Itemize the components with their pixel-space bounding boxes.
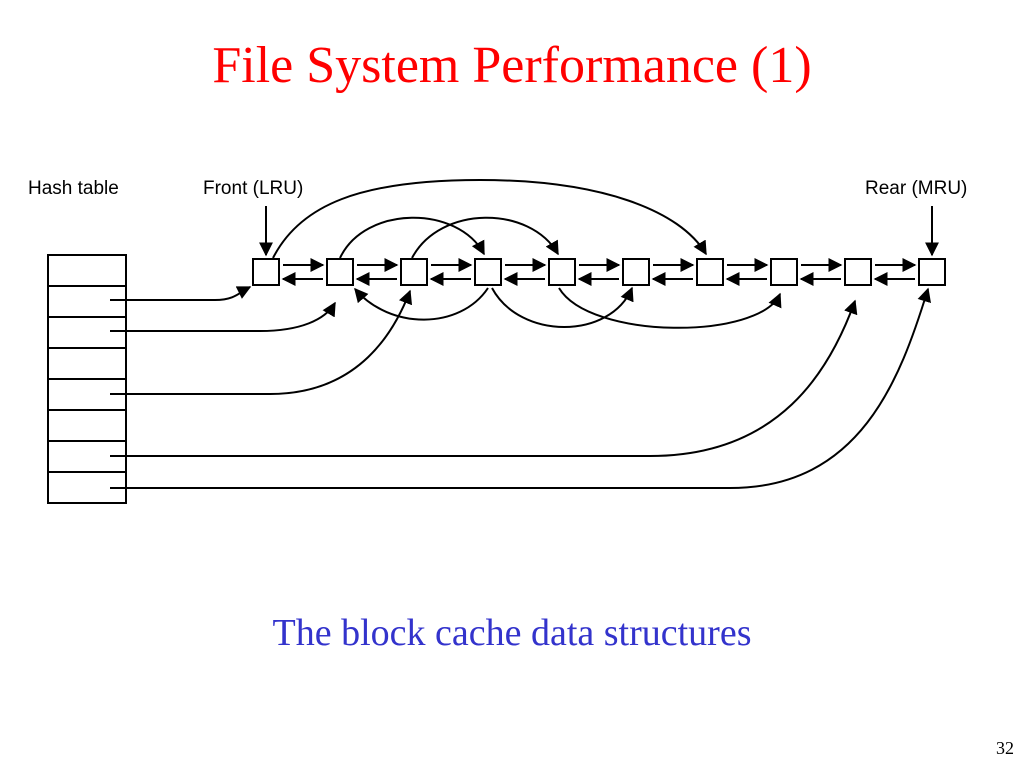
slide-caption: The block cache data structures <box>272 612 752 654</box>
hash-slot-pointer <box>110 299 858 457</box>
front-lru-label: Front (LRU) <box>203 178 303 199</box>
hash-chain-arc <box>339 216 485 259</box>
hash-slot-pointer <box>110 289 413 395</box>
hash-chain-arc <box>411 216 559 259</box>
rear-mru-label: Rear (MRU) <box>865 178 967 199</box>
lru-list-links <box>281 258 917 286</box>
cache-block-list <box>252 258 946 286</box>
page-number: 32 <box>996 738 1014 758</box>
cache-block <box>844 258 872 286</box>
cache-block <box>770 258 798 286</box>
slide-title: File System Performance (1) <box>212 37 812 94</box>
cache-block <box>622 258 650 286</box>
hash-slot-pointer <box>110 301 336 332</box>
cache-block <box>918 258 946 286</box>
hash-slot-pointers <box>110 286 931 489</box>
cache-block <box>326 258 354 286</box>
hash-chain-arc <box>354 287 489 321</box>
hash-chain-arc <box>558 287 782 329</box>
hash-table <box>47 254 127 504</box>
cache-block <box>400 258 428 286</box>
cache-block <box>474 258 502 286</box>
hash-chain-arc <box>491 286 634 328</box>
cache-block <box>696 258 724 286</box>
cache-block <box>252 258 280 286</box>
hash-table-label: Hash table <box>28 178 119 199</box>
hash-chain-arcs <box>272 178 782 329</box>
hash-slot-pointer <box>110 287 931 489</box>
cache-block <box>548 258 576 286</box>
hash-slot-pointer <box>110 286 252 301</box>
hash-chain-arc <box>272 178 707 259</box>
